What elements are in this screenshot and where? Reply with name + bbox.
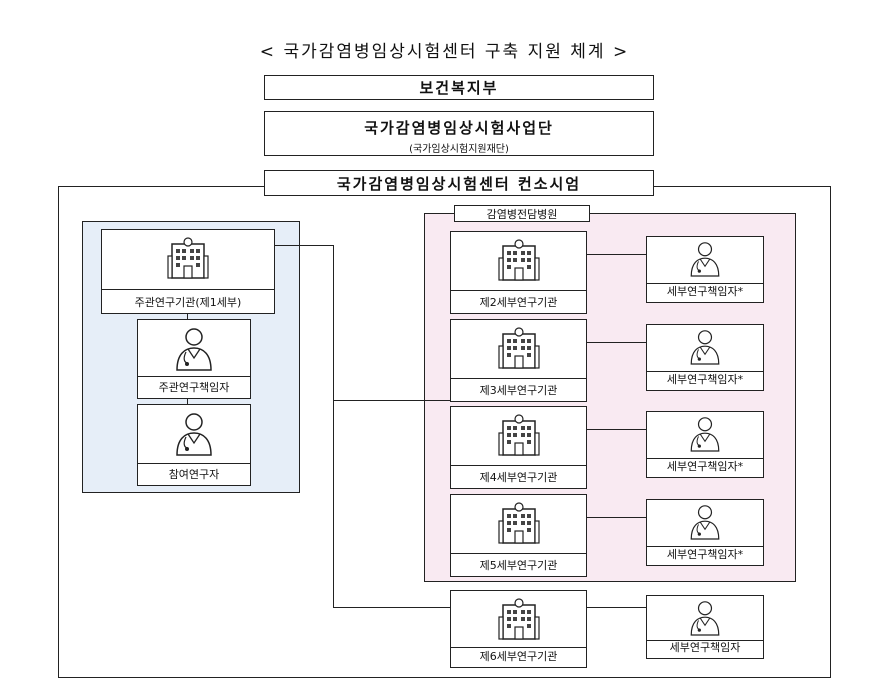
sub-investigator-label: 세부연구책임자 — [669, 641, 741, 654]
hospital-icon — [451, 413, 586, 457]
doctor-icon — [647, 599, 763, 637]
sub-investigator-card: 세부연구책임자* — [646, 411, 764, 478]
hospital-icon — [102, 236, 274, 280]
hospital-tag: 감염병전담병원 — [454, 205, 590, 222]
doctor-icon — [647, 328, 763, 366]
doctor-icon — [647, 415, 763, 453]
agency-sub: (국가임상시험지원재단) — [409, 144, 509, 155]
sub-institution-label: 제6세부연구기관 — [479, 650, 558, 663]
connector — [333, 245, 334, 608]
connector — [587, 429, 646, 430]
hospital-icon — [451, 238, 586, 282]
connector — [187, 399, 188, 405]
hospital-icon — [451, 501, 586, 545]
agency-name: 국가감염병임상시험사업단 — [364, 119, 554, 137]
participant-card: 참여연구자 — [137, 404, 251, 486]
connector — [587, 254, 646, 255]
connector — [587, 342, 646, 343]
lead-investigator-card: 주관연구책임자 — [137, 319, 251, 399]
doctor-icon — [138, 411, 250, 457]
lead-investigator-label: 주관연구책임자 — [158, 381, 230, 394]
sub-institution-label: 제3세부연구기관 — [479, 384, 558, 397]
consortium-box: 국가감염병임상시험센터 컨소시엄 — [264, 170, 654, 196]
sub-institution-label: 제2세부연구기관 — [479, 296, 558, 309]
connector — [587, 517, 646, 518]
connector — [187, 314, 188, 320]
agency-box: 국가감염병임상시험사업단 (국가임상시험지원재단) — [264, 111, 654, 156]
doctor-icon — [647, 240, 763, 278]
doctor-icon — [647, 503, 763, 541]
sub-investigator-label: 세부연구책임자* — [666, 460, 744, 473]
sub-investigator-card: 세부연구책임자* — [646, 324, 764, 391]
participant-label: 참여연구자 — [168, 468, 220, 481]
lead-institution-label: 주관연구기관(제1세부) — [134, 296, 242, 309]
sub-investigator-card: 세부연구책임자 — [646, 595, 764, 659]
sub-institution-card: 제2세부연구기관 — [450, 231, 587, 314]
diagram-title: < 국가감염병임상시험센터 구축 지원 체계 > — [259, 42, 630, 62]
lead-institution-card: 주관연구기관(제1세부) — [101, 229, 275, 314]
connector — [275, 245, 334, 246]
connector — [333, 400, 451, 401]
sub-investigator-label: 세부연구책임자* — [666, 373, 744, 386]
sub-investigator-label: 세부연구책임자* — [666, 285, 744, 298]
sub-institution-card: 제3세부연구기관 — [450, 319, 587, 402]
sub-institution-label: 제5세부연구기관 — [479, 559, 558, 572]
sub-investigator-card: 세부연구책임자* — [646, 499, 764, 566]
connector — [333, 607, 451, 608]
ministry-box: 보건복지부 — [264, 75, 654, 100]
hospital-icon — [451, 597, 586, 641]
doctor-icon — [138, 326, 250, 372]
connector — [587, 607, 646, 608]
sub-institution-card: 제4세부연구기관 — [450, 406, 587, 489]
sub-investigator-card: 세부연구책임자* — [646, 236, 764, 303]
sub-institution-label: 제4세부연구기관 — [479, 471, 558, 484]
sub-investigator-label: 세부연구책임자* — [666, 548, 744, 561]
hospital-icon — [451, 326, 586, 370]
sub-institution-card: 제5세부연구기관 — [450, 494, 587, 577]
sub-institution-card: 제6세부연구기관 — [450, 590, 587, 668]
